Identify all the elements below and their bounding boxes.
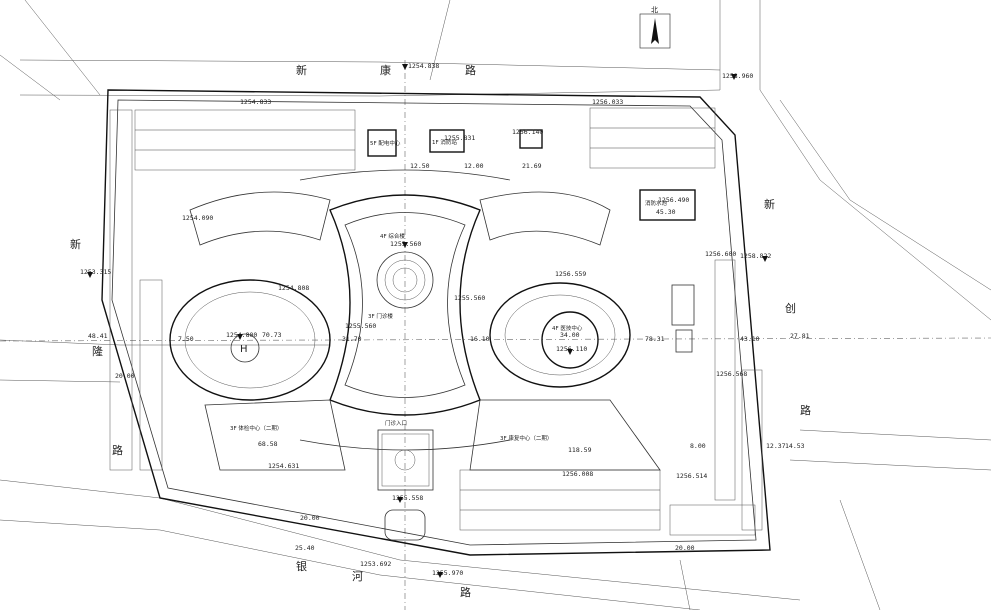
right-oval: 4F 医技中心 <box>489 282 631 388</box>
north-label: 北 <box>651 6 658 14</box>
sports-courts <box>671 284 695 353</box>
svg-text:25.40: 25.40 <box>295 544 315 552</box>
svg-text:12.50: 12.50 <box>410 162 430 170</box>
center-top-label: 4F 综合楼 <box>380 232 405 240</box>
road-label-bottom: 银 河 路 <box>296 559 471 599</box>
helipad-label: H <box>240 344 248 355</box>
svg-text:新: 新 <box>296 63 307 77</box>
svg-text:20.00: 20.00 <box>675 544 695 552</box>
svg-text:1255.560: 1255.560 <box>454 294 485 302</box>
svg-text:隆: 隆 <box>92 344 103 358</box>
svg-text:8.00: 8.00 <box>690 442 706 450</box>
right-box-label: 消防水池 <box>645 199 668 207</box>
svg-text:新: 新 <box>764 197 775 211</box>
svg-text:1258.960: 1258.960 <box>722 72 753 80</box>
svg-text:银: 银 <box>296 559 307 573</box>
road-label-top: 新 康 路 <box>296 63 476 77</box>
svg-text:1258.822: 1258.822 <box>740 252 771 260</box>
parking-top-right <box>589 107 716 169</box>
top-small-buildings: 5F 配电中心 1F 消防站 消防水池 4F 综合楼 3F 门诊楼 <box>367 129 696 320</box>
dimension-labels: 48.41 27.81 70.73 31.70 16.10 34.00 78.3… <box>88 162 810 552</box>
svg-text:1256.490: 1256.490 <box>658 196 689 204</box>
svg-text:12.37: 12.37 <box>766 442 786 450</box>
bottom-right-building-label: 3F 康复中心（二期） <box>500 434 552 442</box>
svg-text:68.58: 68.58 <box>258 440 278 448</box>
elevation-labels: 1254.838 1258.960 1253.315 1258.822 1255… <box>80 62 771 577</box>
lower-blocks: 3F 体检中心（二期） 3F 康复中心（二期） <box>204 399 661 471</box>
svg-text:27.81: 27.81 <box>790 332 810 340</box>
elevation-markers <box>87 64 768 578</box>
svg-text:12.00: 12.00 <box>464 162 484 170</box>
svg-text:21.69: 21.69 <box>522 162 542 170</box>
svg-text:1254.838: 1254.838 <box>408 62 439 70</box>
svg-text:1255.831: 1255.831 <box>444 134 475 142</box>
svg-text:31.70: 31.70 <box>342 335 362 343</box>
site-boundary <box>101 89 771 556</box>
svg-text:创: 创 <box>785 302 796 315</box>
svg-text:45.30: 45.30 <box>656 208 676 216</box>
center-label: 3F 门诊楼 <box>368 312 393 320</box>
svg-text:1253.692: 1253.692 <box>360 560 391 568</box>
svg-text:1255.970: 1255.970 <box>432 569 463 577</box>
svg-text:1256.559: 1256.559 <box>555 270 586 278</box>
svg-text:70.73: 70.73 <box>262 331 282 339</box>
svg-text:78.31: 78.31 <box>645 335 665 343</box>
crescent-buildings <box>189 191 611 246</box>
svg-text:1254.090: 1254.090 <box>182 214 213 222</box>
top-mid-box-label: 1F 消防站 <box>432 138 457 146</box>
inner-boundary <box>111 99 757 546</box>
north-arrow-icon: 北 <box>639 6 671 49</box>
parking-top-left <box>134 109 356 171</box>
svg-text:1254.631: 1254.631 <box>268 462 299 470</box>
svg-text:43.10: 43.10 <box>740 335 760 343</box>
parking-right <box>714 259 763 531</box>
svg-text:20.00: 20.00 <box>115 372 135 380</box>
svg-text:康: 康 <box>380 63 391 77</box>
parking-left <box>109 109 163 471</box>
svg-text:14.53: 14.53 <box>785 442 805 450</box>
svg-text:路: 路 <box>112 444 123 457</box>
entry-label: 门诊入口 <box>385 419 407 427</box>
svg-text:1255.560: 1255.560 <box>345 322 376 330</box>
svg-text:1255.558: 1255.558 <box>392 494 423 502</box>
svg-text:1254.808: 1254.808 <box>278 284 309 292</box>
svg-text:1256.600: 1256.600 <box>705 250 736 258</box>
svg-text:路: 路 <box>460 586 471 599</box>
left-oval: H <box>169 279 331 401</box>
svg-text:1253.315: 1253.315 <box>80 268 111 276</box>
svg-text:1256.033: 1256.033 <box>592 98 623 106</box>
svg-text:20.00: 20.00 <box>300 514 320 522</box>
right-oval-label: 4F 医技中心 <box>552 324 583 332</box>
top-left-box-label: 5F 配电中心 <box>370 139 401 147</box>
svg-text:7.50: 7.50 <box>178 335 194 343</box>
svg-text:1254.833: 1254.833 <box>240 98 271 106</box>
svg-text:路: 路 <box>465 64 476 77</box>
svg-text:1256.568: 1256.568 <box>716 370 747 378</box>
parking-bottom <box>459 469 756 536</box>
svg-text:河: 河 <box>352 570 363 583</box>
svg-text:118.59: 118.59 <box>568 446 592 454</box>
svg-text:路: 路 <box>800 404 811 417</box>
road-label-right: 新 创 路 <box>764 197 811 417</box>
svg-text:1256.514: 1256.514 <box>676 472 707 480</box>
entry-court: 门诊入口 <box>377 419 434 541</box>
svg-text:1256.140: 1256.140 <box>512 128 543 136</box>
svg-text:48.41: 48.41 <box>88 332 108 340</box>
bottom-left-building-label: 3F 体检中心（二期） <box>230 424 282 432</box>
road-label-left: 新 隆 路 <box>70 237 123 457</box>
svg-text:1256.008: 1256.008 <box>562 470 593 478</box>
svg-text:新: 新 <box>70 237 81 251</box>
svg-text:16.10: 16.10 <box>470 335 490 343</box>
svg-text:34.00: 34.00 <box>560 331 580 339</box>
